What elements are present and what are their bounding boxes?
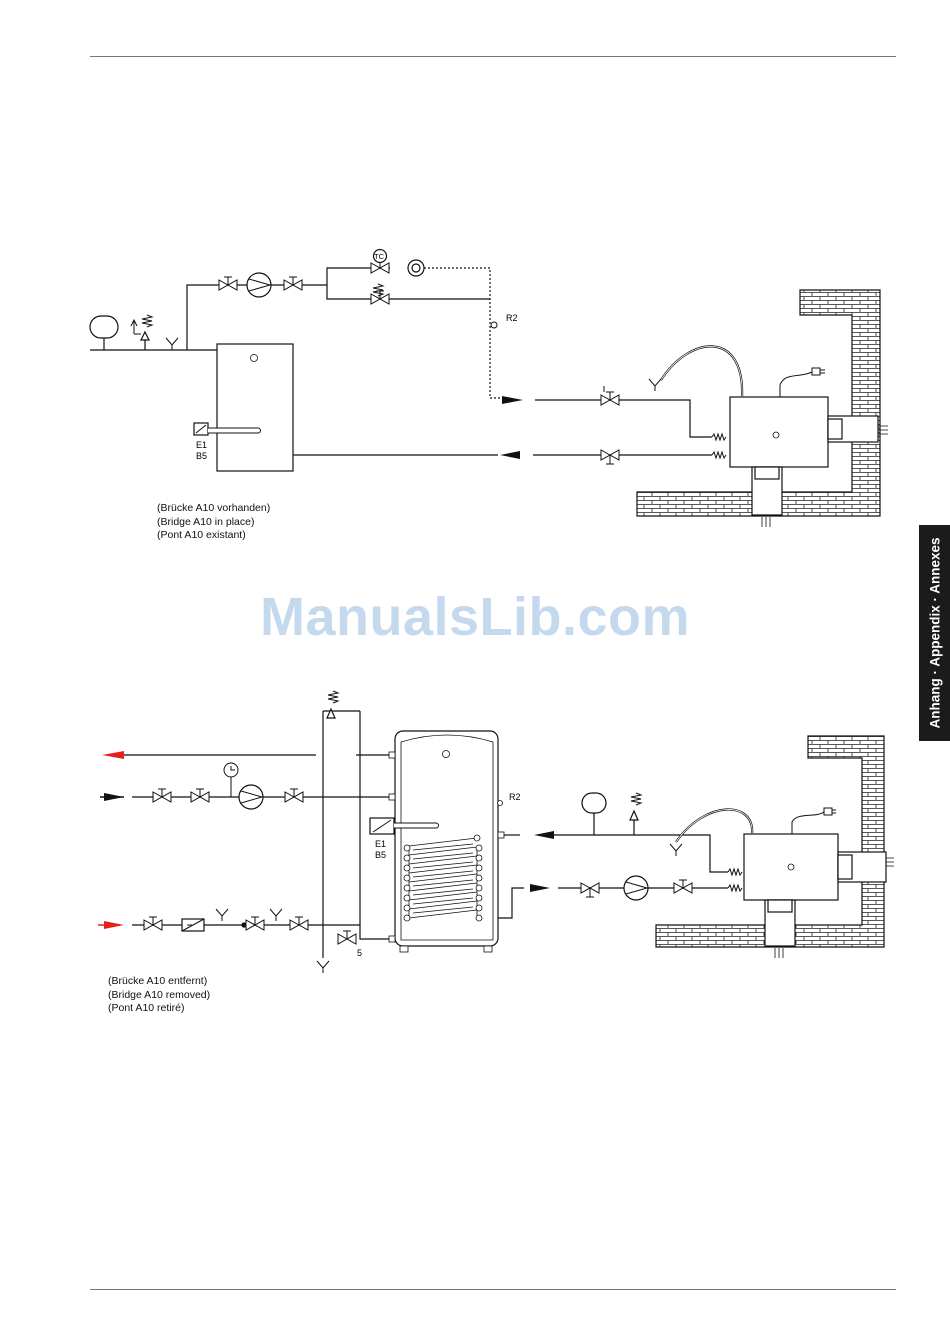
caption-diagram-1: (Brücke A10 vorhanden) (Bridge A10 in pl…	[157, 502, 270, 543]
section-tab: Anhang · Appendix · Annexes	[919, 525, 950, 741]
safety-valve	[131, 315, 152, 350]
label-5: 5	[357, 948, 362, 958]
label-r2-2: R2	[509, 792, 521, 802]
diagram-2	[98, 691, 894, 973]
caption-diagram-2: (Brücke A10 entfernt) (Bridge A10 remove…	[108, 975, 210, 1016]
diagram-1	[90, 250, 888, 528]
heat-pump-unit-1	[730, 397, 828, 467]
label-b5-2: B5	[375, 850, 386, 860]
label-e1-2: E1	[375, 839, 386, 849]
expansion-vessel	[90, 316, 118, 338]
label-e1-1: E1	[196, 440, 207, 450]
caption-line: (Brücke A10 vorhanden)	[157, 502, 270, 516]
storage-tank-1	[217, 344, 293, 471]
caption-line: (Pont A10 retiré)	[108, 1002, 210, 1016]
caption-line: (Pont A10 existant)	[157, 529, 270, 543]
label-tc: TC	[374, 252, 385, 261]
section-tab-label: Anhang · Appendix · Annexes	[927, 537, 942, 728]
label-b5-1: B5	[196, 451, 207, 461]
label-r2-1: R2	[506, 313, 518, 323]
watermark: ManualsLib.com	[0, 586, 950, 648]
caption-line: (Bridge A10 removed)	[108, 989, 210, 1003]
caption-line: (Brücke A10 entfernt)	[108, 975, 210, 989]
caption-line: (Bridge A10 in place)	[157, 516, 270, 530]
